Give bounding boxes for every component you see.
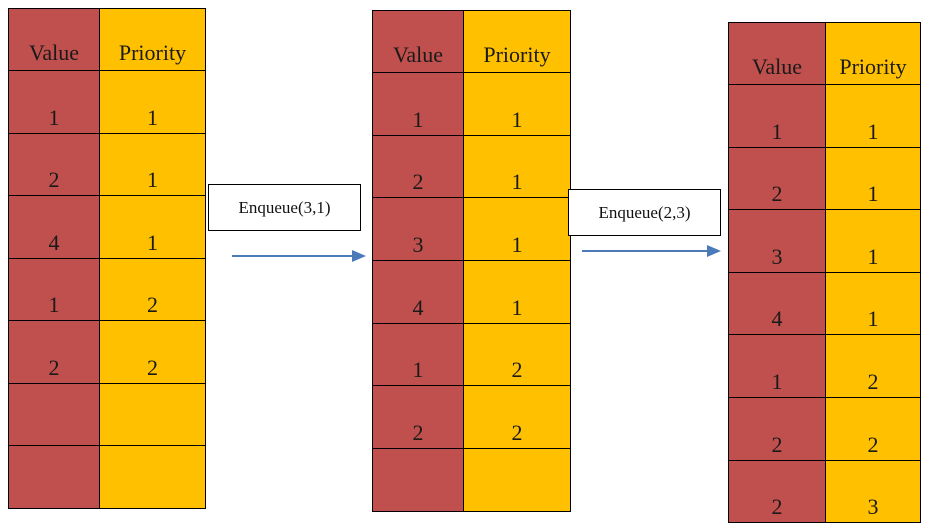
value-cell [8,445,100,509]
value-cell: 4 [728,271,826,336]
priority-cell: 2 [825,334,921,398]
table-row [8,445,206,509]
table-row: 1 1 [372,72,571,136]
table-row: 1 1 [728,84,921,148]
priority-cell: 1 [99,70,206,134]
value-cell: 2 [372,134,464,199]
table-row: 1 2 [372,322,571,387]
operation-text: Enqueue(2,3) [598,202,691,222]
priority-cell: 2 [463,385,571,450]
value-cell: 3 [728,209,826,273]
value-cell: 2 [8,132,100,196]
table-row [372,448,571,512]
arrow-right-icon [232,250,366,262]
value-cell: 2 [8,320,100,384]
value-cell: 1 [728,84,826,148]
table-header-row: Value Priority [728,22,921,85]
value-cell: 1 [728,334,826,398]
value-cell: 1 [372,322,464,387]
table-row: 1 2 [8,257,206,321]
priority-cell [99,445,206,509]
value-cell: 4 [8,195,100,259]
table-row: 2 1 [372,134,571,199]
value-cell [8,382,100,446]
priority-header: Priority [463,10,571,73]
table-row: 1 2 [728,334,921,398]
table-row: 2 2 [8,320,206,384]
value-header: Value [372,10,464,73]
value-cell: 1 [372,72,464,136]
priority-cell: 2 [99,320,206,384]
operation-text: Enqueue(3,1) [238,197,331,217]
value-header: Value [728,22,826,85]
priority-cell: 2 [825,396,921,461]
value-cell: 3 [372,197,464,262]
value-header: Value [8,8,100,71]
priority-cell: 3 [825,459,921,524]
table-row: 2 3 [728,459,921,524]
value-cell: 1 [8,257,100,321]
table-row: 4 1 [372,260,571,324]
priority-cell: 1 [99,132,206,196]
priority-cell [463,448,571,512]
priority-queue-table-1: Value Priority 1 1 2 1 4 1 1 2 2 2 [8,8,206,509]
table-row: 2 1 [728,146,921,211]
priority-cell: 2 [463,322,571,387]
priority-cell: 2 [99,257,206,321]
table-row: 4 1 [728,271,921,336]
table-row: 2 2 [728,396,921,461]
priority-cell: 1 [463,197,571,262]
priority-queue-table-3: Value Priority 1 1 2 1 3 1 4 1 1 2 2 2 2… [728,22,921,524]
value-cell [372,448,464,512]
value-cell: 2 [728,396,826,461]
table-header-row: Value Priority [8,8,206,71]
priority-cell: 1 [99,195,206,259]
table-row [8,382,206,446]
priority-cell: 1 [463,134,571,199]
enqueue-operation-label-2: Enqueue(2,3) [568,189,721,236]
table-row: 2 2 [372,385,571,450]
value-cell: 2 [728,146,826,211]
priority-cell: 1 [825,209,921,273]
enqueue-operation-label-1: Enqueue(3,1) [208,184,361,231]
value-cell: 4 [372,260,464,324]
table-row: 2 1 [8,132,206,196]
value-cell: 1 [8,70,100,134]
arrow-right-icon [582,245,721,257]
value-cell: 2 [728,459,826,524]
priority-header: Priority [99,8,206,71]
table-row: 1 1 [8,70,206,134]
table-row: 3 1 [728,209,921,273]
priority-cell [99,382,206,446]
priority-cell: 1 [825,84,921,148]
table-row: 3 1 [372,197,571,262]
priority-cell: 1 [463,260,571,324]
priority-queue-table-2: Value Priority 1 1 2 1 3 1 4 1 1 2 2 2 [372,10,571,512]
priority-cell: 1 [825,146,921,211]
table-row: 4 1 [8,195,206,259]
value-cell: 2 [372,385,464,450]
priority-header: Priority [825,22,921,85]
priority-cell: 1 [825,271,921,336]
table-header-row: Value Priority [372,10,571,73]
priority-cell: 1 [463,72,571,136]
